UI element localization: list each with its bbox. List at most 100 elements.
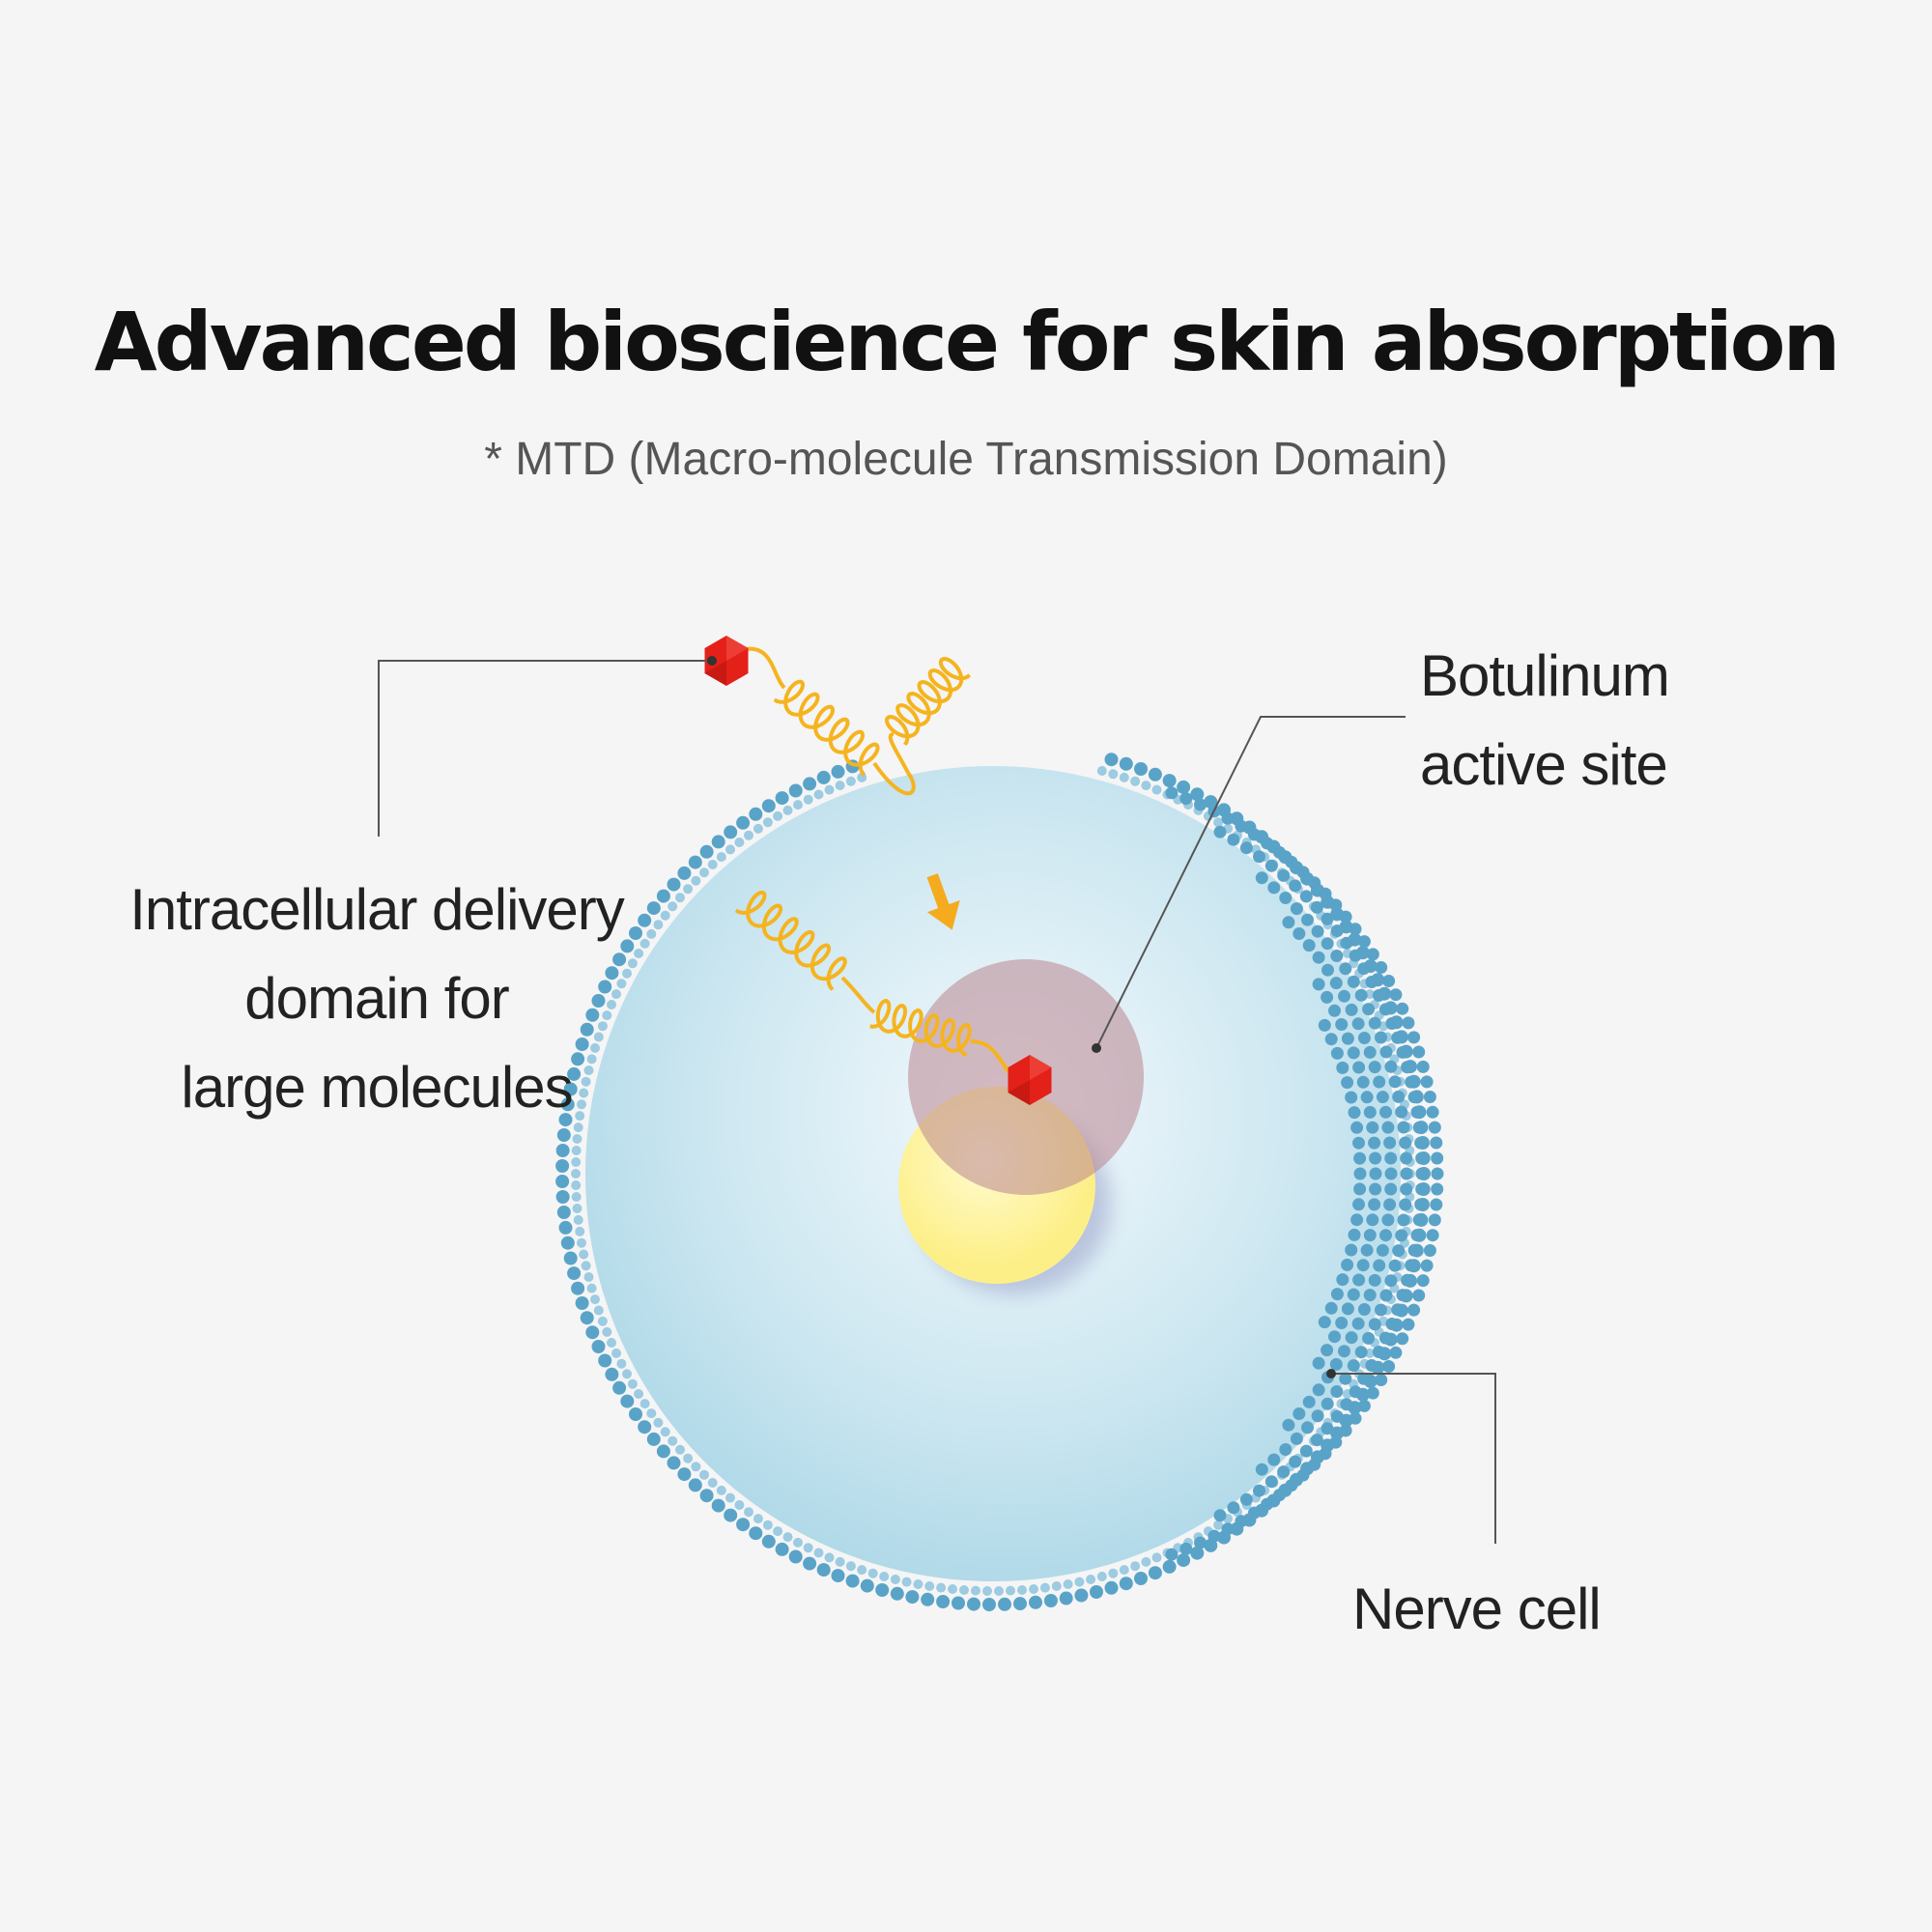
membrane-dot [1321,1344,1334,1357]
membrane-dot [1341,1076,1354,1090]
membrane-dot [890,1575,900,1584]
membrane-dot [1366,1213,1379,1227]
membrane-dot [816,1563,831,1577]
membrane-dot [813,789,824,800]
membrane-dot [1349,949,1362,962]
membrane-dot [1338,989,1350,1003]
membrane-dot [1412,1045,1426,1059]
membrane-dot [707,1478,718,1488]
membrane-dot [1302,1395,1316,1408]
membrane-dot [1407,1243,1421,1257]
membrane-dot [1330,1046,1344,1060]
membrane-dot [982,1598,996,1611]
membrane-dot [1312,1356,1325,1370]
membrane-dot [1384,1151,1398,1165]
membrane-dot [1119,1565,1129,1576]
membrane-dot [1415,1182,1429,1196]
membrane-dot [585,1325,600,1340]
membrane-dot [1426,1105,1439,1119]
membrane-dot [831,764,845,779]
membrane-dot [773,810,783,821]
membrane-dot [1235,1515,1248,1528]
membrane-dot [1368,1198,1381,1211]
membrane-dot [1261,837,1274,850]
helix-loop-outer-2 [888,732,910,774]
membrane-dot [775,791,789,806]
membrane-dot [1255,871,1268,885]
membrane-dot [616,979,627,989]
membrane-dot [1357,962,1371,976]
helix-tether-inner [840,976,876,1014]
membrane-dot [627,958,638,969]
membrane-dot [860,1578,874,1593]
membrane-dot [1006,1585,1015,1596]
membrane-dot [1420,1075,1434,1089]
membrane-dot [1349,1385,1362,1399]
membrane-dot [573,1214,583,1225]
membrane-dot [558,1220,573,1235]
membrane-dot [890,1586,904,1601]
membrane-dot [1363,1045,1377,1059]
membrane-dot [1321,1397,1334,1410]
membrane-dot [575,1111,585,1122]
membrane-dot [803,1543,813,1553]
membrane-dot [1289,879,1302,893]
membrane-dot [1312,951,1325,964]
membrane-dot [1396,1002,1409,1015]
membrane-dot [1372,1346,1385,1358]
membrane-dot [824,784,835,795]
membrane-dot [1353,1182,1367,1196]
membrane-dot [1308,1458,1321,1471]
membrane-dot [1340,936,1353,950]
membrane-dot [1415,1151,1429,1165]
membrane-dot [1213,825,1227,838]
membrane-dot [683,1453,694,1463]
membrane-dot [1347,975,1360,988]
membrane-dot [691,875,701,886]
membrane-dot [1318,1316,1331,1329]
membrane-dot [725,844,735,855]
membrane-dot [1321,912,1334,925]
membrane-dot [1319,887,1332,900]
membrane-dot [699,844,714,859]
membrane-dot [711,1498,725,1513]
membrane-dot [744,1507,753,1518]
membrane-dot [921,1592,935,1606]
membrane-dot [734,838,745,847]
membrane-dot [1410,1105,1424,1119]
membrane-dot [667,877,681,892]
membrane-dot [998,1597,1011,1611]
membrane-dot [555,1159,570,1173]
membrane-dot [683,884,694,895]
membrane-dot [761,799,776,813]
membrane-dot [1369,1182,1382,1196]
membrane-dot [1319,1447,1332,1461]
membrane-dot [575,1296,589,1310]
membrane-dot [1351,1017,1365,1031]
membrane-dot [1329,1357,1343,1371]
membrane-dot [1349,1411,1362,1425]
membrane-dot [1273,845,1286,859]
membrane-dot [1267,1453,1281,1466]
membrane-dot [1059,1591,1073,1605]
membrane-dot [571,1169,581,1179]
leader-dots [707,656,1336,1378]
membrane-dot [716,1485,726,1495]
membrane-dot [824,1552,835,1563]
membrane-dot [1373,1075,1386,1089]
membrane-dot [1431,1167,1444,1180]
membrane-dot [563,1082,578,1096]
membrane-dot [1430,1198,1443,1211]
membrane-dot [575,1037,589,1051]
membrane-dot [1368,1061,1381,1074]
membrane-dot [1431,1151,1444,1165]
membrane-dot [1391,1303,1405,1317]
membrane-dot [1285,855,1298,868]
membrane-dot [1330,924,1344,938]
membrane-dot [598,980,612,994]
membrane-dot [555,1144,570,1157]
label-delivery-domain-line-1: Intracellular delivery [129,877,625,942]
membrane-dot [1330,1385,1344,1398]
membrane-dot [627,1378,638,1389]
membrane-dot [1302,939,1316,952]
